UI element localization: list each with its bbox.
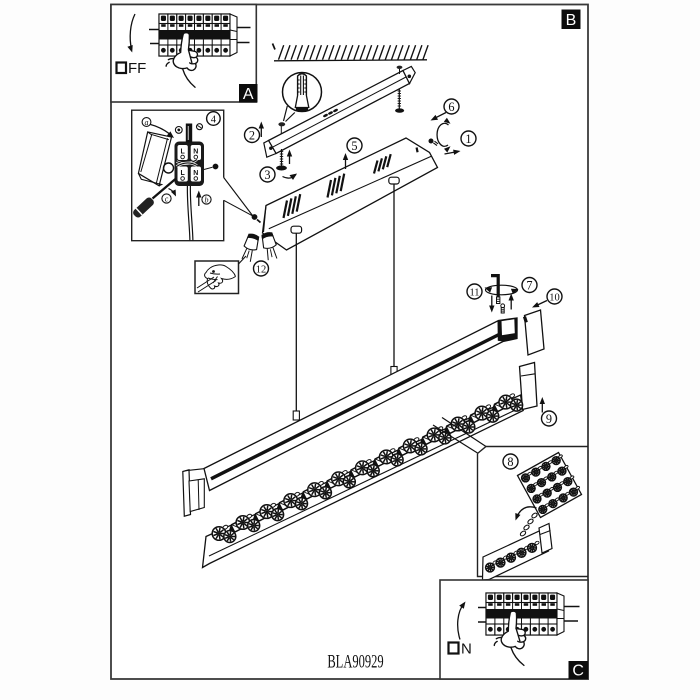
svg-text:12: 12 <box>256 264 267 275</box>
svg-text:BLA90929: BLA90929 <box>327 652 383 672</box>
svg-text:L: L <box>180 149 185 156</box>
svg-text:b: b <box>205 195 209 204</box>
svg-text:N: N <box>193 170 198 177</box>
svg-text:C: C <box>572 663 584 680</box>
svg-text:B: B <box>566 12 577 29</box>
svg-text:N: N <box>461 641 472 658</box>
svg-text:7: 7 <box>526 278 532 292</box>
svg-text:FF: FF <box>128 60 146 77</box>
svg-text:4: 4 <box>211 114 217 125</box>
svg-text:6: 6 <box>448 100 454 114</box>
svg-text:L: L <box>180 170 185 177</box>
svg-text:A: A <box>243 86 254 103</box>
svg-text:2: 2 <box>249 128 255 142</box>
svg-text:9: 9 <box>546 412 552 426</box>
svg-text:8: 8 <box>507 455 513 469</box>
svg-text:10: 10 <box>549 292 560 303</box>
svg-text:N: N <box>193 149 198 156</box>
svg-text:a: a <box>145 118 149 127</box>
svg-text:1: 1 <box>465 132 471 146</box>
svg-text:5: 5 <box>351 139 357 153</box>
svg-text:11: 11 <box>469 287 479 298</box>
svg-text:3: 3 <box>264 168 270 182</box>
svg-text:c: c <box>165 194 169 203</box>
